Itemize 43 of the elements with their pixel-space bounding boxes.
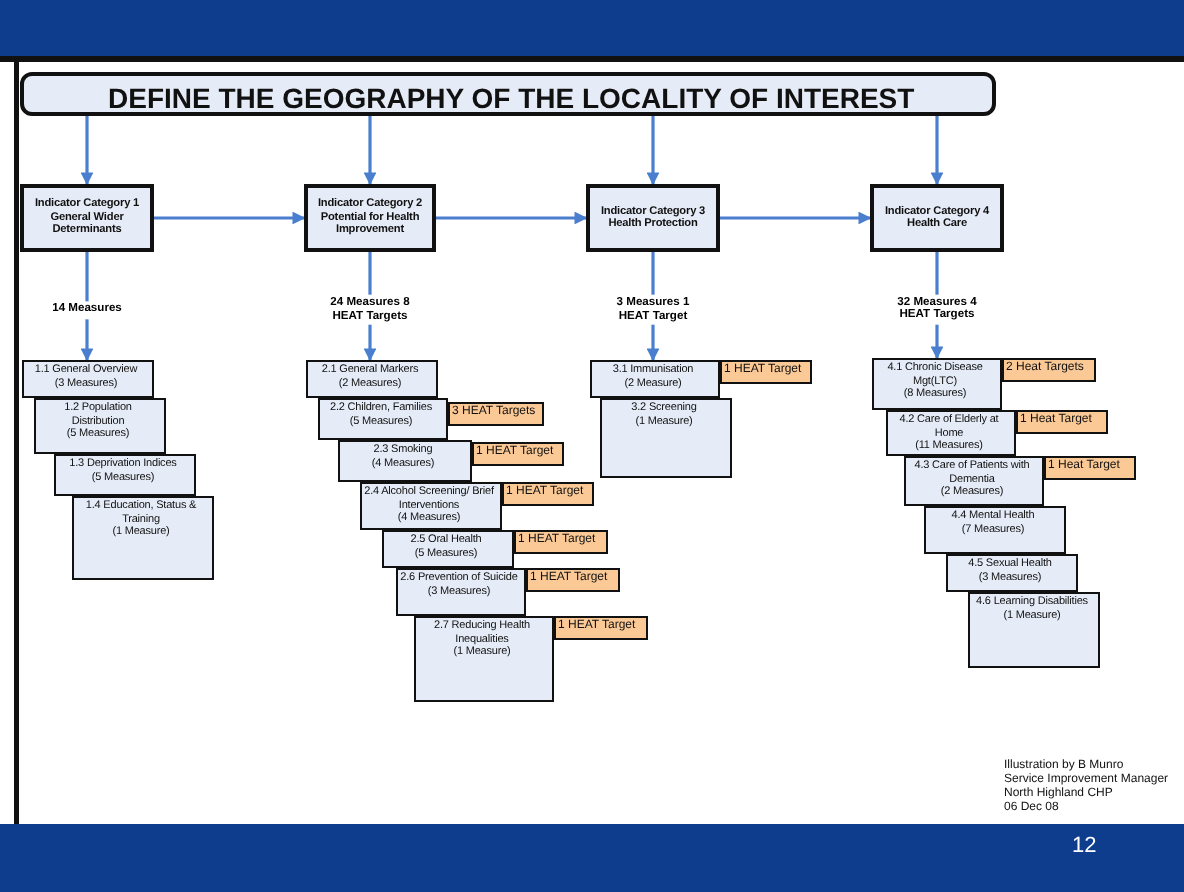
indicator-box <box>382 530 514 568</box>
indicator-box <box>872 358 1002 410</box>
category-box <box>304 184 436 252</box>
indicator-box <box>360 482 502 530</box>
indicator-box <box>924 506 1066 554</box>
arrow <box>646 116 660 186</box>
indicator-box <box>968 592 1100 668</box>
arrow <box>436 211 588 225</box>
indicator-box <box>34 398 166 454</box>
target-tag <box>472 442 564 466</box>
category-box <box>870 184 1004 252</box>
indicator-box <box>54 454 196 496</box>
indicator-box <box>946 554 1078 592</box>
target-tag <box>554 616 648 640</box>
indicator-box <box>72 496 214 580</box>
indicator-box <box>590 360 720 398</box>
target-tag <box>502 482 594 506</box>
title-banner <box>20 72 996 116</box>
target-tag <box>448 402 544 426</box>
indicator-box <box>886 410 1016 456</box>
title-text: DEFINE THE GEOGRAPHY OF THE LOCALITY OF INTEREST <box>108 82 917 115</box>
arrow <box>930 116 944 186</box>
indicator-box <box>904 456 1044 506</box>
indicator-box <box>318 398 448 440</box>
target-tag <box>1044 456 1136 480</box>
indicator-box <box>306 360 438 398</box>
target-tag <box>1002 358 1096 382</box>
target-tag <box>720 360 812 384</box>
category-box <box>586 184 720 252</box>
arrow <box>154 211 306 225</box>
target-tag <box>526 568 620 592</box>
indicator-box <box>338 440 472 482</box>
arrow <box>720 211 872 225</box>
indicator-box <box>600 398 732 478</box>
page-number: 12 <box>1072 834 1097 858</box>
target-tag <box>514 530 608 554</box>
arrow <box>80 116 94 186</box>
indicator-box <box>396 568 526 616</box>
indicator-box <box>22 360 154 398</box>
arrow <box>363 116 377 186</box>
category-box <box>20 184 154 252</box>
indicator-box <box>414 616 554 702</box>
target-tag <box>1016 410 1108 434</box>
